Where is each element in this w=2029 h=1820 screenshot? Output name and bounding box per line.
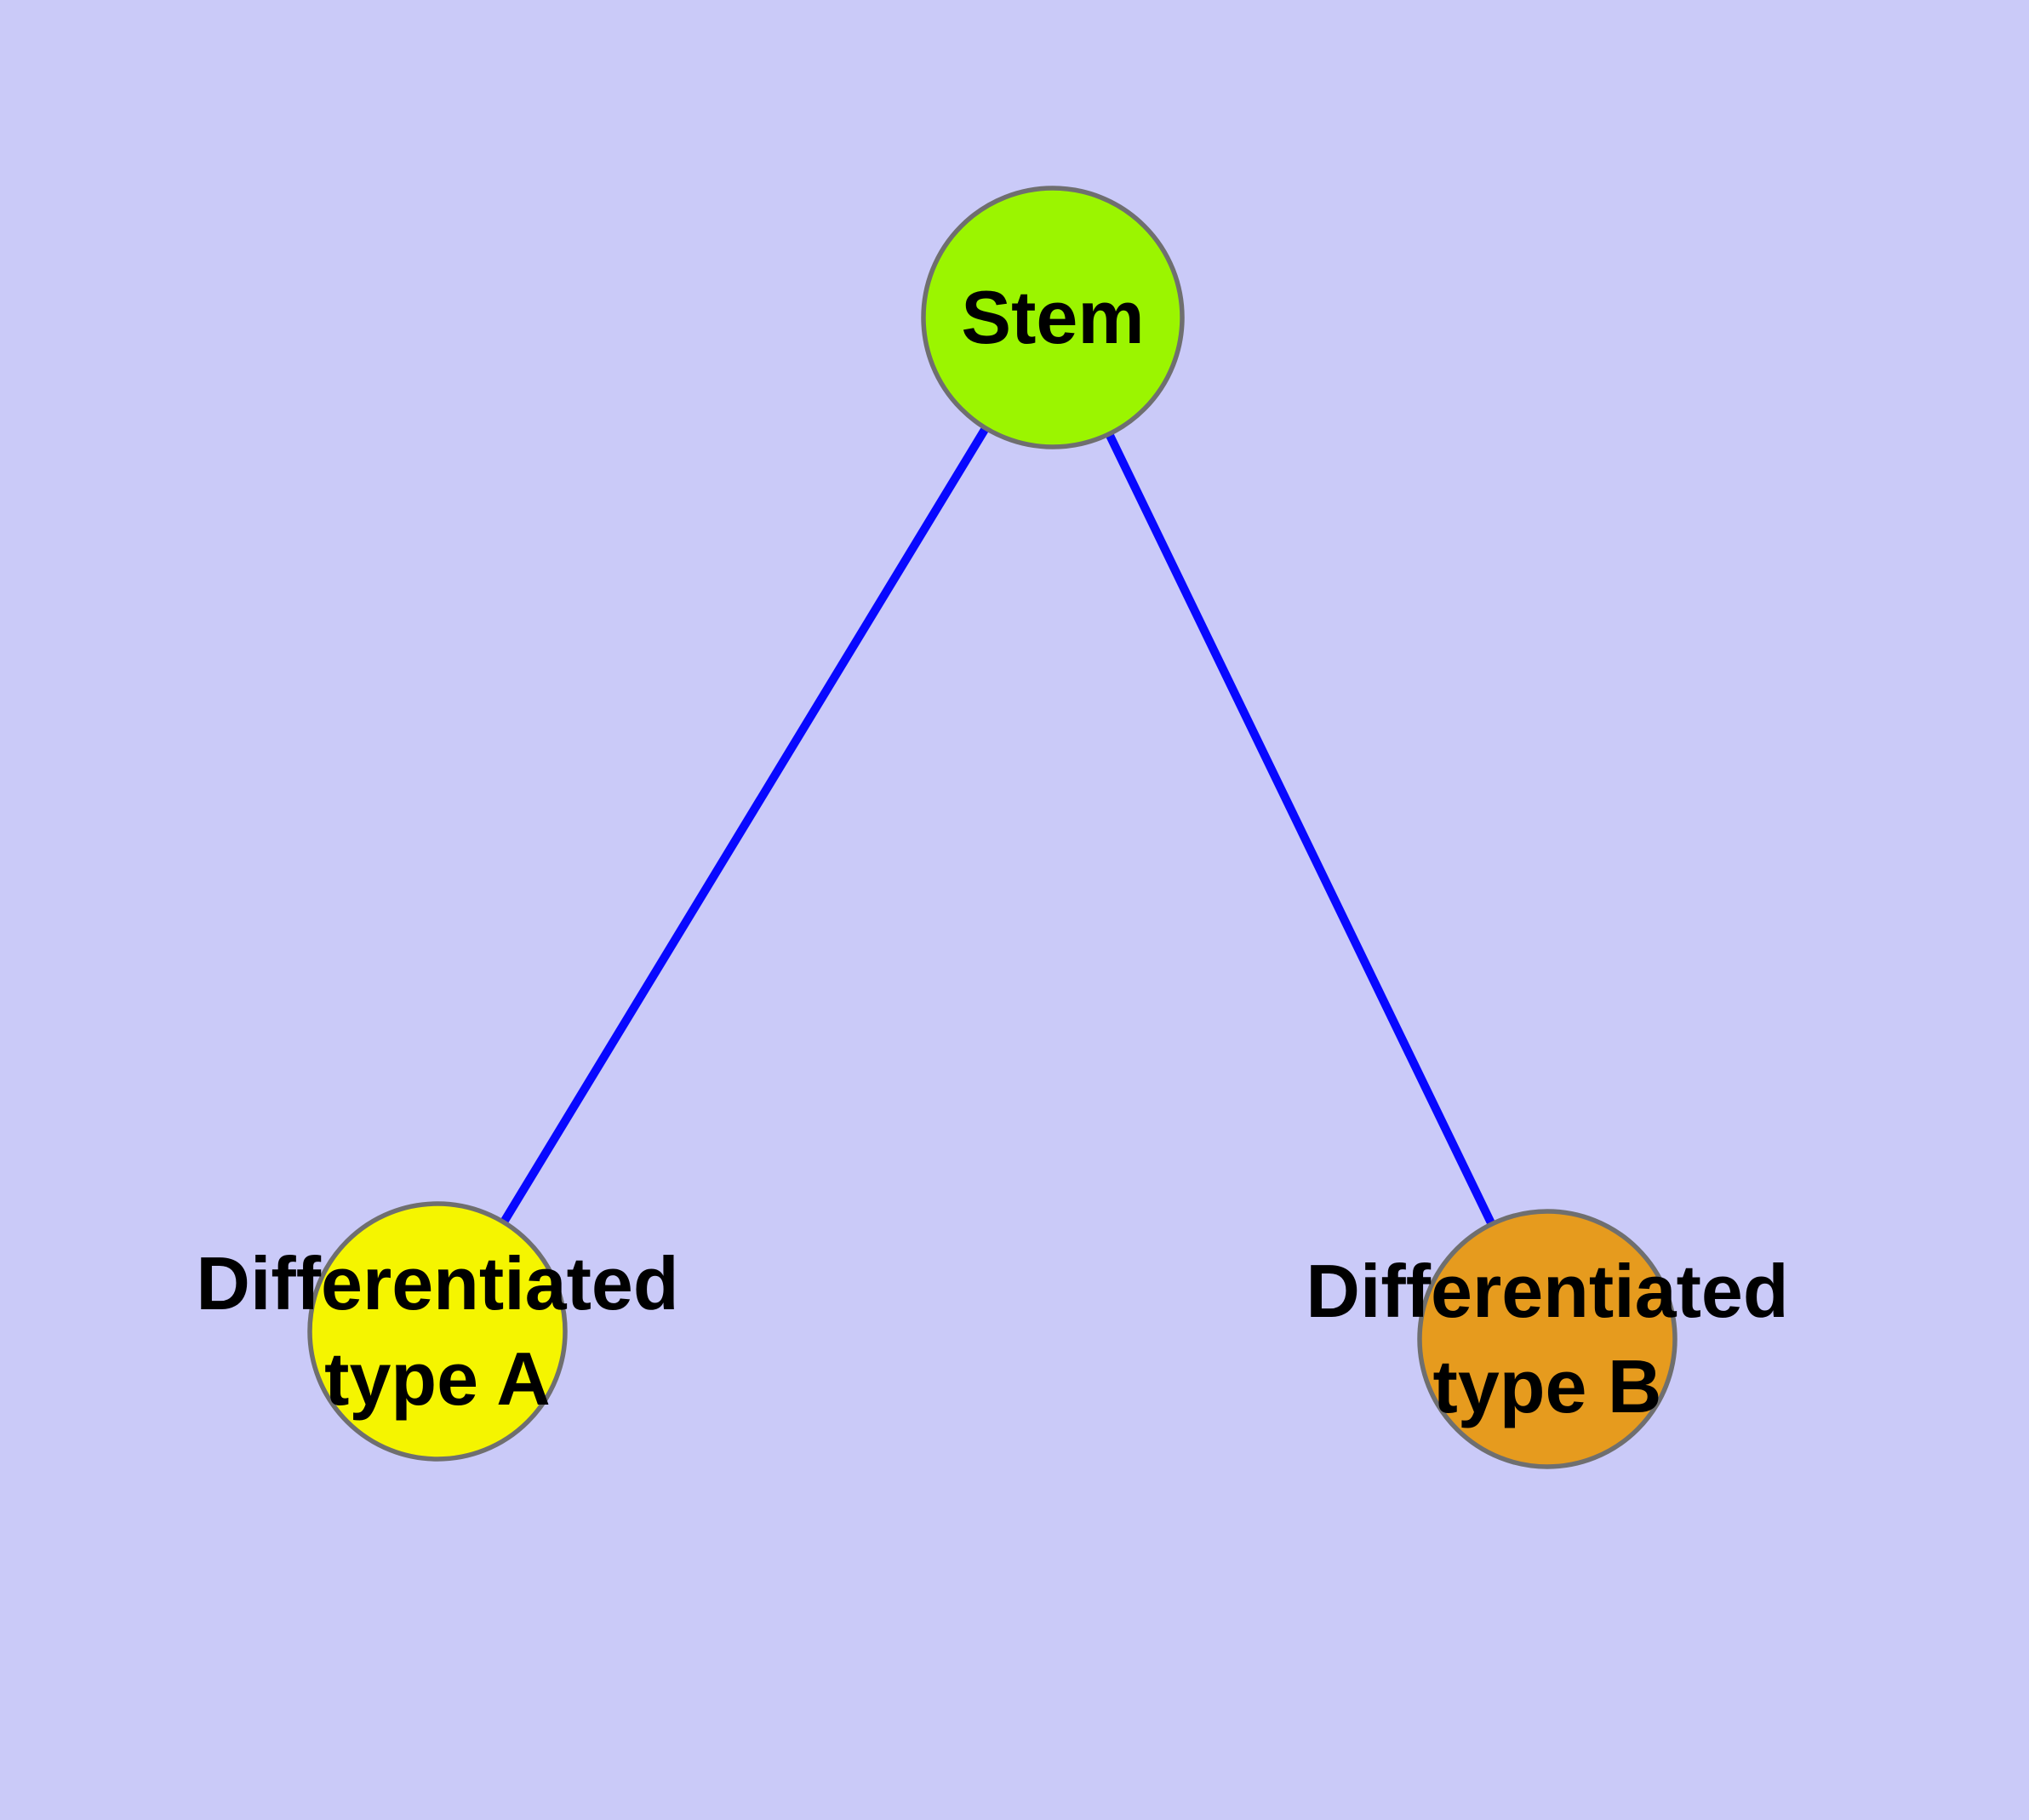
edge-stem-to-diff-type-a <box>500 426 990 1225</box>
edge-stem-to-diff-type-b <box>1105 432 1496 1227</box>
node-layer <box>307 186 1677 1469</box>
edge-layer <box>500 426 1496 1227</box>
node-stem[interactable] <box>921 186 1185 449</box>
node-diff-type-b[interactable] <box>1417 1209 1677 1469</box>
node-diff-type-a[interactable] <box>307 1201 568 1462</box>
